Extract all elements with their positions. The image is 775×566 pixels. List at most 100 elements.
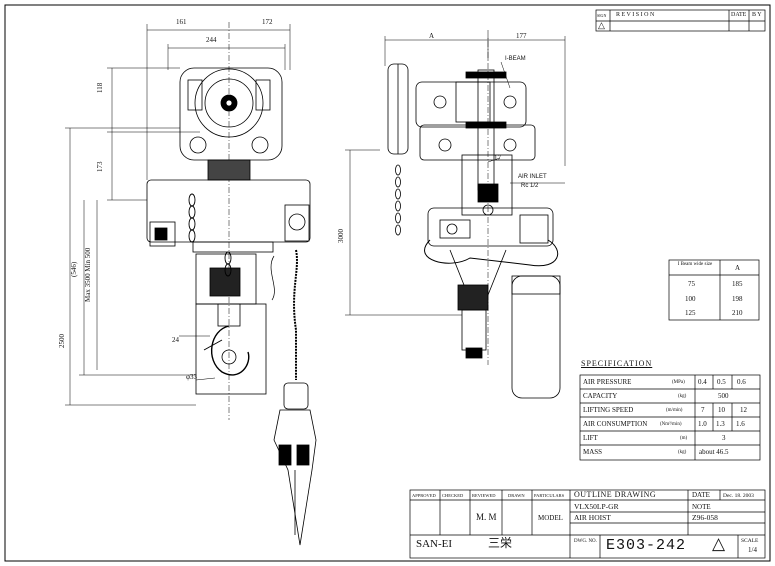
air-inlet-label: AIR INLET — [518, 174, 547, 180]
tb-date-value: Dec. 18. 2003 — [723, 493, 754, 499]
tb-scale-label: SCALE — [741, 538, 759, 544]
hanger — [207, 159, 251, 181]
air-inlet-size: Rc 1/2 — [521, 183, 539, 189]
spec-value: about 46.5 — [699, 448, 729, 456]
tb-company-jp: 三栄 — [488, 536, 513, 550]
tb-checked: CHECKED — [442, 493, 464, 498]
hoist-body — [146, 179, 311, 243]
spec-label: CAPACITY — [583, 392, 618, 400]
beam-table-cell: 185 — [732, 280, 743, 288]
dim-177: 177 — [516, 32, 527, 40]
tb-drawn-by: M. M — [476, 512, 497, 522]
title-block-grid — [409, 489, 766, 559]
tb-product: AIR HOIST — [574, 513, 611, 522]
dim-118: 118 — [96, 82, 104, 93]
motor-housing — [427, 207, 554, 247]
dim-546: (546) — [70, 261, 78, 277]
spec-value: 1.0 — [698, 420, 707, 428]
trolley-wheel-outer — [194, 68, 264, 138]
spec-value: 0.5 — [717, 378, 726, 386]
chain — [188, 193, 196, 243]
spec-label: LIFTING SPEED — [583, 406, 634, 414]
spec-unit: (kg) — [678, 394, 687, 399]
trolley-roller-right — [251, 136, 269, 154]
tb-dwg-mark: △ — [712, 534, 726, 553]
tb-reviewed: REVIEWED — [472, 493, 496, 498]
beam-table-cell: 100 — [685, 295, 696, 303]
tb-model-label: MODEL — [538, 514, 563, 522]
dim-161: 161 — [176, 18, 187, 26]
side-view — [387, 30, 561, 399]
spec-label: MASS — [583, 448, 603, 456]
spec-unit: (m/min) — [666, 408, 683, 413]
beam-table-cell: 125 — [685, 309, 696, 317]
spec-value: 3 — [722, 434, 726, 442]
air-motor-cap — [288, 213, 306, 231]
dim-172: 172 — [262, 18, 273, 26]
tb-scale-value: 1/4 — [748, 546, 757, 554]
front-view — [146, 22, 317, 546]
hand-chain — [395, 164, 401, 236]
tb-drawing-title: OUTLINE DRAWING — [574, 490, 657, 499]
hook — [210, 325, 250, 376]
spec-value: 0.6 — [737, 378, 746, 386]
revision-by-label: B Y — [752, 12, 762, 18]
tb-date-label: DATE — [692, 491, 710, 499]
spec-unit: (kg) — [678, 450, 687, 455]
spec-unit: (MPa) — [672, 380, 685, 385]
tb-note-value: Z96-058 — [692, 513, 718, 522]
tb-note-label: NOTE — [692, 503, 711, 511]
tb-dwg-number: E303-242 — [606, 537, 687, 554]
spec-unit: (Nm³/min) — [660, 422, 682, 427]
dim-24: 24 — [172, 336, 179, 344]
spec-value: 1.3 — [716, 420, 725, 428]
spec-value: 500 — [718, 392, 729, 400]
beam-table-grid — [668, 259, 760, 321]
tb-particulars: PARTICULARS — [534, 493, 565, 498]
tb-drawn: DRAWN — [508, 493, 525, 498]
i-beam — [477, 69, 495, 191]
revision-label: R E V I S I O N — [616, 12, 655, 18]
dim-173: 173 — [96, 161, 104, 173]
beam-table-header-size: I Beam wide size — [677, 262, 713, 267]
revision-sign-label: SIGN — [597, 13, 607, 18]
spec-title: SPECIFICATION — [581, 359, 653, 368]
side-dimension-lines — [345, 36, 566, 316]
dim-17: 17 — [494, 154, 501, 162]
spec-table-grid — [579, 374, 761, 461]
pendant-hose — [293, 249, 298, 380]
trolley-roller-left — [189, 136, 207, 154]
beam-table-cell: 75 — [688, 280, 695, 288]
trolley-frame — [179, 67, 283, 161]
dim-max-min: Max 3500 Min 500 — [84, 247, 92, 302]
tb-approved: APPROVED — [412, 493, 436, 498]
spec-value: 1.6 — [736, 420, 745, 428]
dim-a: A — [429, 32, 435, 40]
tb-dwg-label: DWG. NO. — [574, 539, 597, 544]
front-dimension-lines — [65, 24, 291, 406]
spec-value: 10 — [718, 406, 725, 414]
spec-unit: (m) — [680, 436, 688, 441]
revision-date-label: DATE — [731, 12, 747, 18]
dim-3000: 3000 — [337, 229, 345, 243]
tb-model-value: VLX50LP-GR — [574, 502, 619, 511]
dim-33: φ33 — [186, 373, 198, 381]
dim-2500: 2500 — [58, 334, 66, 348]
dim-244: 244 — [206, 36, 217, 44]
side-hook-block — [461, 309, 487, 351]
spec-value: 0.4 — [698, 378, 707, 386]
i-beam-label: I-BEAM — [505, 56, 526, 62]
pendant-coupler — [283, 382, 309, 410]
spec-label: AIR PRESSURE — [583, 378, 632, 386]
pendant-control — [273, 409, 317, 546]
spec-label: LIFT — [583, 434, 598, 442]
tb-company: SAN-EI — [416, 538, 453, 550]
spec-value: 7 — [701, 406, 705, 414]
revision-mark: △ — [598, 20, 605, 30]
beam-table-header-a: A — [735, 264, 741, 272]
outer-frame — [4, 4, 771, 562]
beam-table-cell: 198 — [732, 295, 743, 303]
beam-table-cell: 210 — [732, 309, 743, 317]
spec-label: AIR CONSUMPTION — [583, 420, 648, 428]
